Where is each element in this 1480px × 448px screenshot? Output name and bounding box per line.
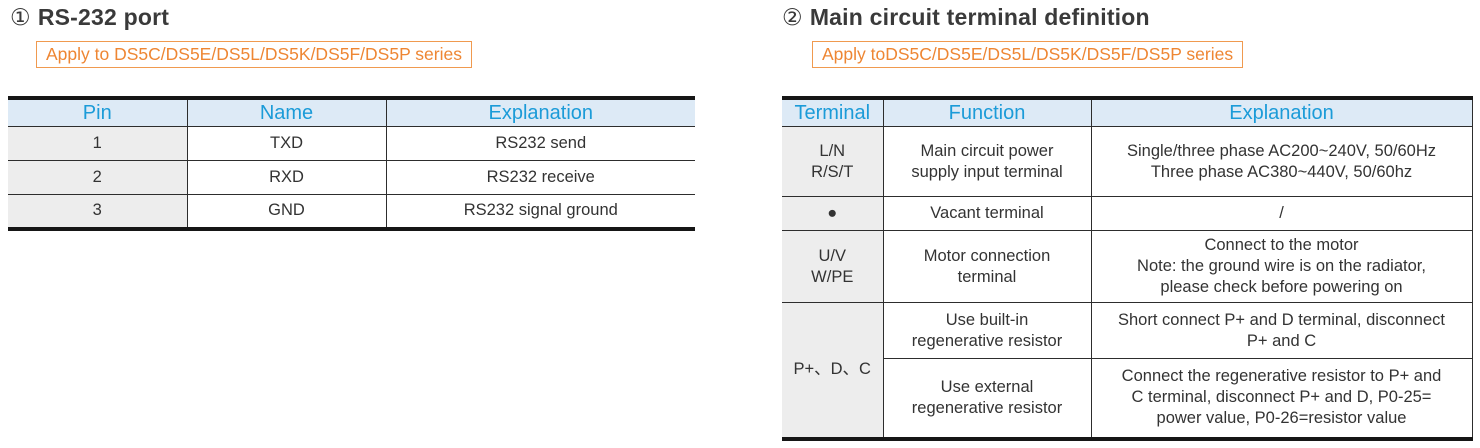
- cell-explanation: RS232 send: [385, 126, 695, 161]
- table-row: 3 GND RS232 signal ground: [8, 194, 695, 229]
- cell-function: Use external regenerative resistor: [882, 358, 1091, 439]
- main-circuit-series-badge: Apply toDS5C/DS5E/DS5L/DS5K/DS5F/DS5P se…: [812, 41, 1244, 68]
- table-row: U/V W/PE Motor connection terminal Conne…: [782, 230, 1472, 303]
- cell-pin: 1: [8, 126, 187, 161]
- cell-explanation: /: [1090, 196, 1472, 231]
- table-row: 1 TXD RS232 send: [8, 126, 695, 161]
- table-row: ● Vacant terminal /: [782, 196, 1472, 231]
- rs232-series-badge: Apply to DS5C/DS5E/DS5L/DS5K/DS5F/DS5P s…: [36, 41, 472, 68]
- column-header-pin: Pin: [8, 97, 187, 127]
- cell-explanation: Single/three phase AC200~240V, 50/60Hz T…: [1090, 126, 1472, 197]
- cell-name: TXD: [186, 126, 386, 161]
- column-header-terminal: Terminal: [782, 97, 883, 127]
- cell-function: Use built-in regenerative resistor: [882, 302, 1091, 359]
- cell-name: RXD: [186, 160, 386, 195]
- circled-number-1: ①: [10, 4, 31, 30]
- main-circuit-title-text: Main circuit terminal definition: [809, 4, 1150, 30]
- rs232-title-text: RS-232 port: [37, 4, 170, 30]
- cell-explanation: Short connect P+ and D terminal, disconn…: [1090, 302, 1472, 359]
- cell-terminal-pdc: P+、D、C: [782, 302, 883, 439]
- cell-explanation: Connect to the motor Note: the ground wi…: [1090, 230, 1472, 303]
- main-circuit-table: Terminal Function Explanation L/N R/S/T …: [782, 96, 1473, 441]
- rs232-table: Pin Name Explanation 1 TXD RS232 send 2 …: [8, 96, 695, 231]
- table-row: Use external regenerative resistor Conne…: [782, 358, 1472, 439]
- cell-name: GND: [186, 194, 386, 229]
- table-row: P+、D、C Use built-in regenerative resisto…: [782, 302, 1472, 439]
- column-header-explanation: Explanation: [1090, 97, 1472, 127]
- main-circuit-header-row: Terminal Function Explanation: [782, 97, 1472, 127]
- cell-explanation: RS232 receive: [385, 160, 695, 195]
- cell-function: Vacant terminal: [882, 196, 1091, 231]
- cell-terminal: U/V W/PE: [782, 230, 883, 303]
- cell-function: Motor connection terminal: [882, 230, 1091, 303]
- cell-terminal: L/N R/S/T: [782, 126, 883, 197]
- cell-explanation: RS232 signal ground: [385, 194, 695, 229]
- column-header-name: Name: [186, 97, 386, 127]
- table-row: L/N R/S/T Main circuit power supply inpu…: [782, 126, 1472, 197]
- circled-number-2: ②: [782, 4, 803, 30]
- cell-explanation: Connect the regenerative resistor to P+ …: [1090, 358, 1472, 439]
- cell-pin: 2: [8, 160, 187, 195]
- column-header-function: Function: [882, 97, 1091, 127]
- cell-pin: 3: [8, 194, 187, 229]
- cell-terminal-vacant-dot: ●: [782, 196, 883, 231]
- column-header-explanation: Explanation: [385, 97, 695, 127]
- table-row: 2 RXD RS232 receive: [8, 160, 695, 195]
- cell-function: Main circuit power supply input terminal: [882, 126, 1091, 197]
- rs232-header-row: Pin Name Explanation: [8, 97, 695, 127]
